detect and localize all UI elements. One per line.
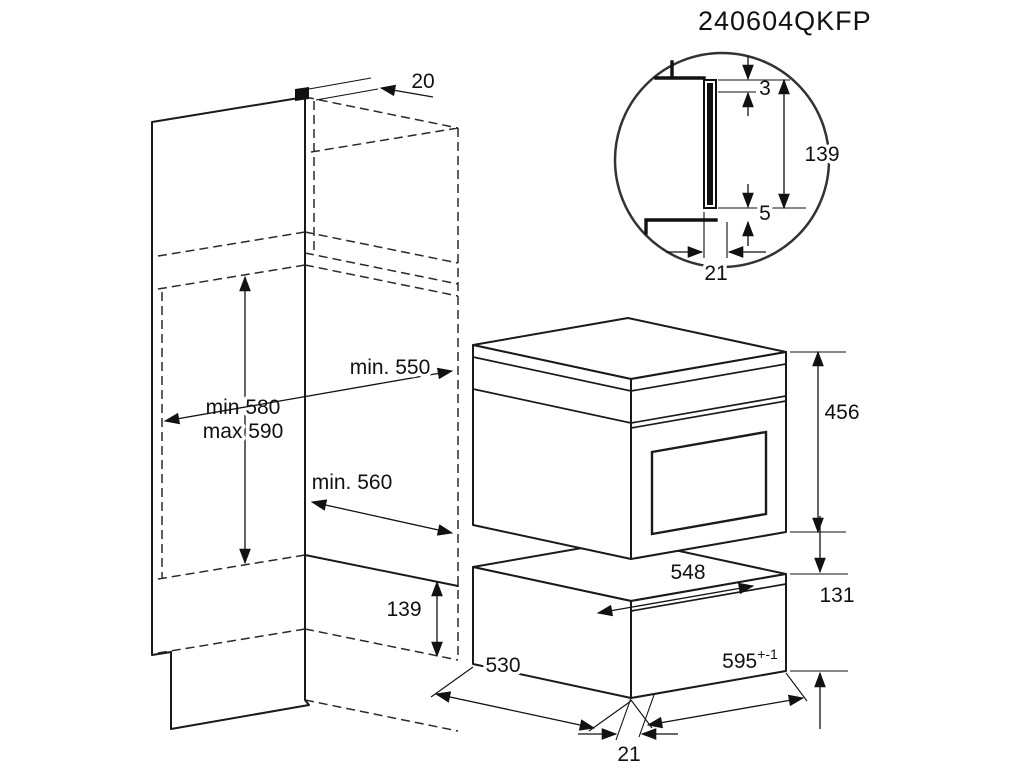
- dim-tolerance: +-1: [757, 646, 778, 662]
- dim-drawer-width-548: 548: [596, 558, 755, 617]
- dim-label-niche-height-max: max 590: [203, 420, 284, 443]
- dim-drawer-height-131: 131: [790, 516, 858, 729]
- dim-label-drawer-front-width: 595+-1: [722, 646, 778, 673]
- dimension-arrow: [434, 691, 596, 731]
- oven-control-band-lines: [472, 356, 787, 429]
- cabinet-hidden-edges: [151, 96, 459, 732]
- detail-dim-5: 5: [742, 184, 774, 246]
- detail-dim-3: 3: [742, 56, 774, 116]
- dim-label-front-clearance: 21: [617, 743, 640, 766]
- dim-label-drawer-depth: 530: [485, 654, 520, 677]
- dim-front-clearance-21: 21: [578, 694, 678, 770]
- dim-label-niche-depth: min. 550: [350, 356, 431, 379]
- oven-door-window: [650, 430, 768, 536]
- detail-reference-ticks: [718, 79, 756, 209]
- detail-dim-21: 21: [666, 212, 766, 289]
- dim-niche-height: min 580 max 590: [199, 275, 287, 565]
- dim-oven-height-456: 456: [790, 350, 863, 534]
- dim-label-oven-height: 456: [824, 401, 859, 424]
- oven-front-face: [630, 351, 787, 560]
- dimension-arrow: [163, 367, 454, 425]
- cabinet-visible-edges: [151, 96, 310, 730]
- oven-drawing: 456: [472, 317, 863, 560]
- dim-label-drawer-width: 548: [670, 561, 705, 584]
- dim-label-drawer-height: 131: [819, 584, 854, 607]
- dim-top-trim-20: 20: [308, 67, 438, 101]
- dimension-arrow: [596, 582, 755, 617]
- dim-label-drawer-niche-height: 139: [386, 598, 421, 621]
- dim-label-top-trim: 20: [411, 70, 434, 93]
- extension-line: [615, 694, 655, 741]
- detail-dim-139: 139: [718, 78, 843, 210]
- oven-niche-bottom-edge: [304, 554, 459, 587]
- dimension-arrow: [379, 84, 434, 98]
- dim-label-strip-height: 139: [804, 143, 839, 166]
- dimension-arrow: [310, 499, 454, 536]
- extension-line: [790, 573, 848, 672]
- detail-circle-outline: [613, 51, 831, 269]
- drawer-drawing: 548 131 530 595+-1 21: [430, 516, 858, 770]
- dim-label-niche-width: min. 560: [312, 471, 393, 494]
- extension-line: [703, 212, 728, 258]
- extension-line: [718, 79, 806, 209]
- dim-drawer-front-width-595: 595+-1: [630, 643, 808, 729]
- extension-line: [308, 77, 379, 101]
- trim-strip-fill: [707, 83, 713, 205]
- dim-value: 595: [722, 650, 757, 673]
- top-trim-section: [295, 87, 309, 101]
- dim-label-strip-depth: 21: [704, 262, 727, 285]
- dim-niche-width: min. 560: [308, 468, 454, 536]
- dim-drawer-niche-height: 139: [383, 580, 443, 658]
- document-code: 240604QKFP: [698, 6, 872, 36]
- dim-label-bottom-gap: 5: [759, 202, 771, 225]
- oven-left-face: [472, 344, 632, 560]
- dimension-arrow: [646, 694, 805, 729]
- detail-circle: 3 139 5 21: [613, 51, 843, 289]
- cabinet-drawing: 20 min 580 max 590 min. 550 min. 560 139: [151, 67, 459, 732]
- dim-label-top-gap: 3: [759, 77, 771, 100]
- dim-niche-depth: min. 550: [163, 353, 454, 425]
- dim-drawer-depth-530: 530: [430, 651, 632, 732]
- detail-cabinet-section-lines: [644, 60, 718, 235]
